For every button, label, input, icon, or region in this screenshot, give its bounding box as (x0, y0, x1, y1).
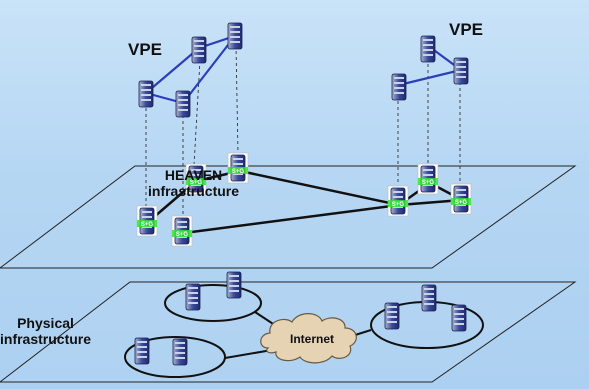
heaven-infrastructure-label: HEAVEN infrastructure (148, 167, 240, 199)
physical-infrastructure-label: Physical infrastructure (0, 315, 92, 347)
internet-cloud-icon (260, 313, 357, 364)
vpe-left-servers (138, 22, 243, 118)
physical-label-line2: infrastructure (0, 330, 92, 347)
vpe-right-servers (391, 35, 469, 101)
vpe-left-label: VPE (128, 40, 163, 59)
vpe-right-label: VPE (449, 20, 484, 39)
physical-label-line1: Physical (17, 315, 74, 331)
internet-label: Internet (290, 332, 335, 346)
heaven-label-line2: infrastructure (148, 182, 240, 199)
mapping-lines (145, 44, 461, 220)
heaven-label-line1: HEAVEN (164, 167, 223, 183)
